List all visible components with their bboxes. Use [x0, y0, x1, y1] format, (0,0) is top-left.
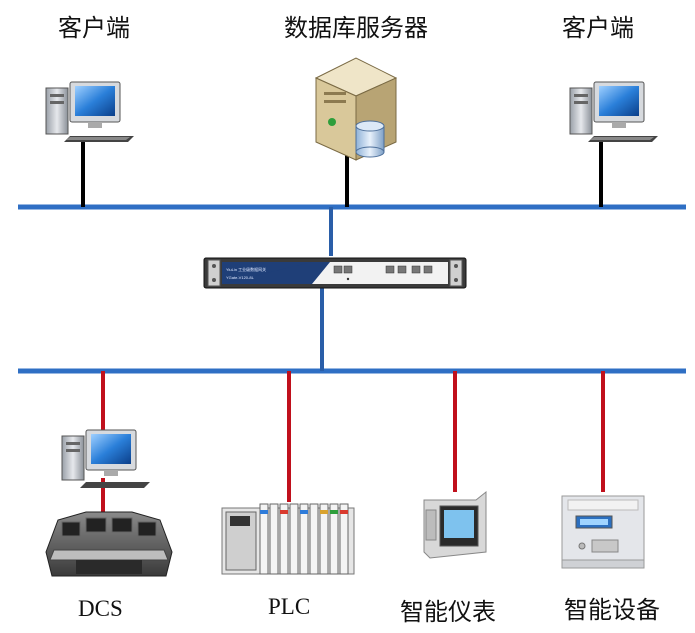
client-left-computer-icon — [45, 81, 134, 142]
smart-meter-icon — [423, 490, 487, 559]
gateway-text-line1: YiuLin 工业级数据网关 — [226, 266, 266, 272]
smart-device-label: 智能设备 — [564, 596, 660, 624]
db-server-label: 数据库服务器 — [284, 14, 428, 42]
plc-icon — [221, 503, 355, 575]
smart-meter-label: 智能仪表 — [400, 598, 496, 626]
client-left-label: 客户端 — [58, 14, 130, 42]
plc-label: PLC — [268, 594, 311, 619]
dcs-label: DCS — [78, 596, 123, 621]
smart-device-icon — [561, 495, 645, 569]
gateway-text-line2: YGate-V120-8L — [226, 275, 255, 280]
db-server-icon — [314, 57, 398, 161]
dcs-computer-icon — [61, 429, 150, 488]
client-right-computer-icon — [569, 81, 658, 142]
gateway-device-icon: YiuLin 工业级数据网关 YGate-V120-8L — [203, 257, 467, 289]
dcs-console-icon — [45, 511, 173, 577]
client-right-label: 客户端 — [562, 14, 634, 42]
